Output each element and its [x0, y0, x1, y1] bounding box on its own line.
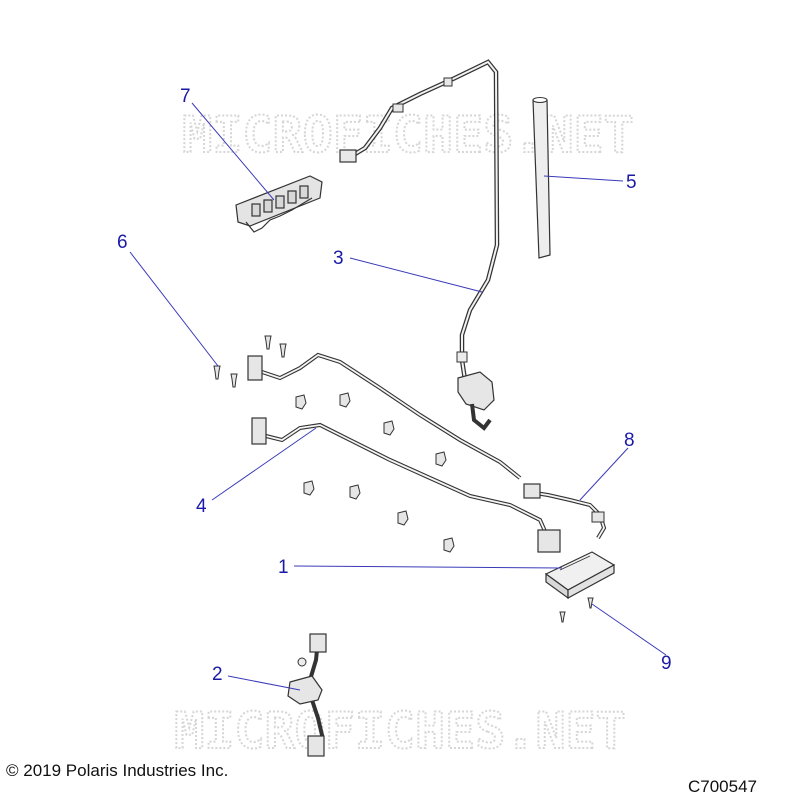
harness-clips: [295, 392, 455, 553]
watermark-top: MICROFICHES.NET: [182, 106, 634, 164]
diagram-code: C700547: [688, 777, 758, 796]
leader-lines: [129, 102, 667, 691]
part-8-harness: [523, 483, 607, 553]
part-5-tube: [532, 97, 551, 259]
callout-6: 6: [117, 232, 128, 253]
watermark-bottom: MICROFICHES.NET: [174, 702, 626, 760]
callout-7: 7: [180, 86, 191, 107]
part-4-harness: [247, 352, 550, 539]
callout-9: 9: [661, 653, 672, 674]
part-7-bracket: [235, 175, 323, 233]
callout-5: 5: [626, 172, 637, 193]
callout-8: 8: [624, 430, 635, 451]
callout-2: 2: [212, 664, 223, 685]
copyright-notice: © 2019 Polaris Industries Inc.: [6, 761, 229, 780]
callout-4: 4: [196, 496, 207, 517]
part-1-module: [544, 551, 616, 600]
callout-1: 1: [278, 557, 289, 578]
callout-3: 3: [333, 248, 344, 269]
part-2-sensor-harness: [287, 633, 327, 757]
part-6-screws: [213, 335, 287, 388]
part-9-screws: [559, 597, 594, 623]
part-3-harness: [339, 59, 500, 431]
